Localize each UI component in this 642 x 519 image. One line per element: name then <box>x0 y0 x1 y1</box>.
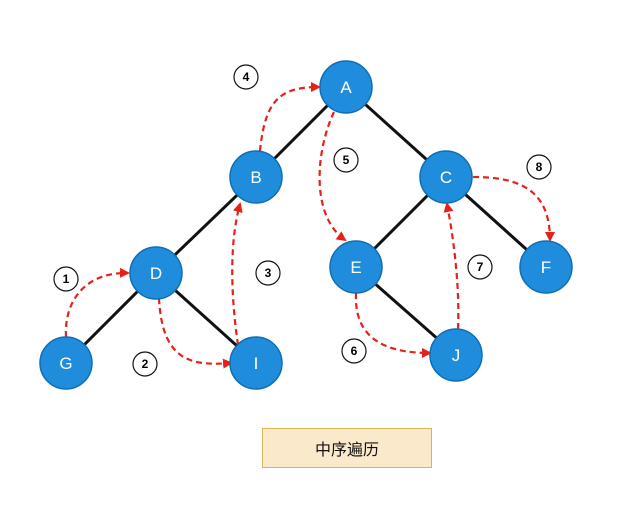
step-badge-circle <box>132 351 158 377</box>
node-circle <box>229 150 283 204</box>
node-label: D <box>150 264 162 283</box>
node-b: B <box>229 150 283 204</box>
step-badge-8: 8 <box>526 154 552 180</box>
step-badge-circle <box>233 64 259 90</box>
step-number: 5 <box>343 153 350 167</box>
traversal-arrow-4 <box>258 82 321 152</box>
step-badge-2: 2 <box>132 351 158 377</box>
step-badge-circle <box>341 338 367 364</box>
node-d: D <box>129 246 183 300</box>
node-circle <box>229 336 283 390</box>
traversal-arrow-8 <box>472 175 555 242</box>
node-label: F <box>541 258 551 277</box>
node-i: I <box>229 336 283 390</box>
node-label: B <box>250 168 261 187</box>
step-badge-1: 1 <box>53 266 79 292</box>
step-badge-5: 5 <box>333 147 359 173</box>
step-badge-7: 7 <box>467 254 493 280</box>
node-circle <box>519 240 573 294</box>
node-circle <box>419 150 473 204</box>
node-f: F <box>519 240 573 294</box>
traversal-arrow-5 <box>318 111 347 242</box>
node-c: C <box>419 150 473 204</box>
node-a: A <box>319 60 373 114</box>
step-badge-circle <box>255 260 281 286</box>
tree-nodes: A B C D E F G I J <box>39 60 573 390</box>
traversal-arrows <box>64 82 555 369</box>
caption-box: 中序遍历 <box>262 428 432 468</box>
traversal-arrow-3 <box>231 202 243 346</box>
step-number: 4 <box>243 70 250 84</box>
step-labels: 1 2 3 4 5 6 7 8 <box>53 64 552 377</box>
step-badge-circle <box>333 147 359 173</box>
node-circle <box>329 240 383 294</box>
node-label: A <box>340 78 352 97</box>
step-badge-4: 4 <box>233 64 259 90</box>
node-circle <box>429 328 483 382</box>
node-circle <box>129 246 183 300</box>
node-label: G <box>59 354 72 373</box>
traversal-arrow-6 <box>354 292 432 358</box>
step-badge-circle <box>53 266 79 292</box>
step-badge-3: 3 <box>255 260 281 286</box>
step-number: 8 <box>536 160 543 174</box>
caption-text: 中序遍历 <box>314 440 379 459</box>
node-label: E <box>350 258 361 277</box>
step-number: 6 <box>351 344 358 358</box>
traversal-arrow-2 <box>157 297 233 369</box>
step-badge-6: 6 <box>341 338 367 364</box>
node-label: I <box>254 354 259 373</box>
node-label: C <box>440 168 452 187</box>
step-number: 7 <box>477 260 484 274</box>
step-badge-circle <box>467 254 493 280</box>
traversal-arrow-7 <box>443 202 460 330</box>
node-g: G <box>39 336 93 390</box>
node-j: J <box>429 328 483 382</box>
step-badge-circle <box>526 154 552 180</box>
step-number: 1 <box>63 272 70 286</box>
tree-edges <box>64 85 548 365</box>
node-e: E <box>329 240 383 294</box>
node-circle <box>319 60 373 114</box>
node-circle <box>39 336 93 390</box>
step-number: 3 <box>265 266 272 280</box>
node-label: J <box>452 346 461 365</box>
traversal-arrow-1 <box>64 267 130 338</box>
step-number: 2 <box>142 357 149 371</box>
